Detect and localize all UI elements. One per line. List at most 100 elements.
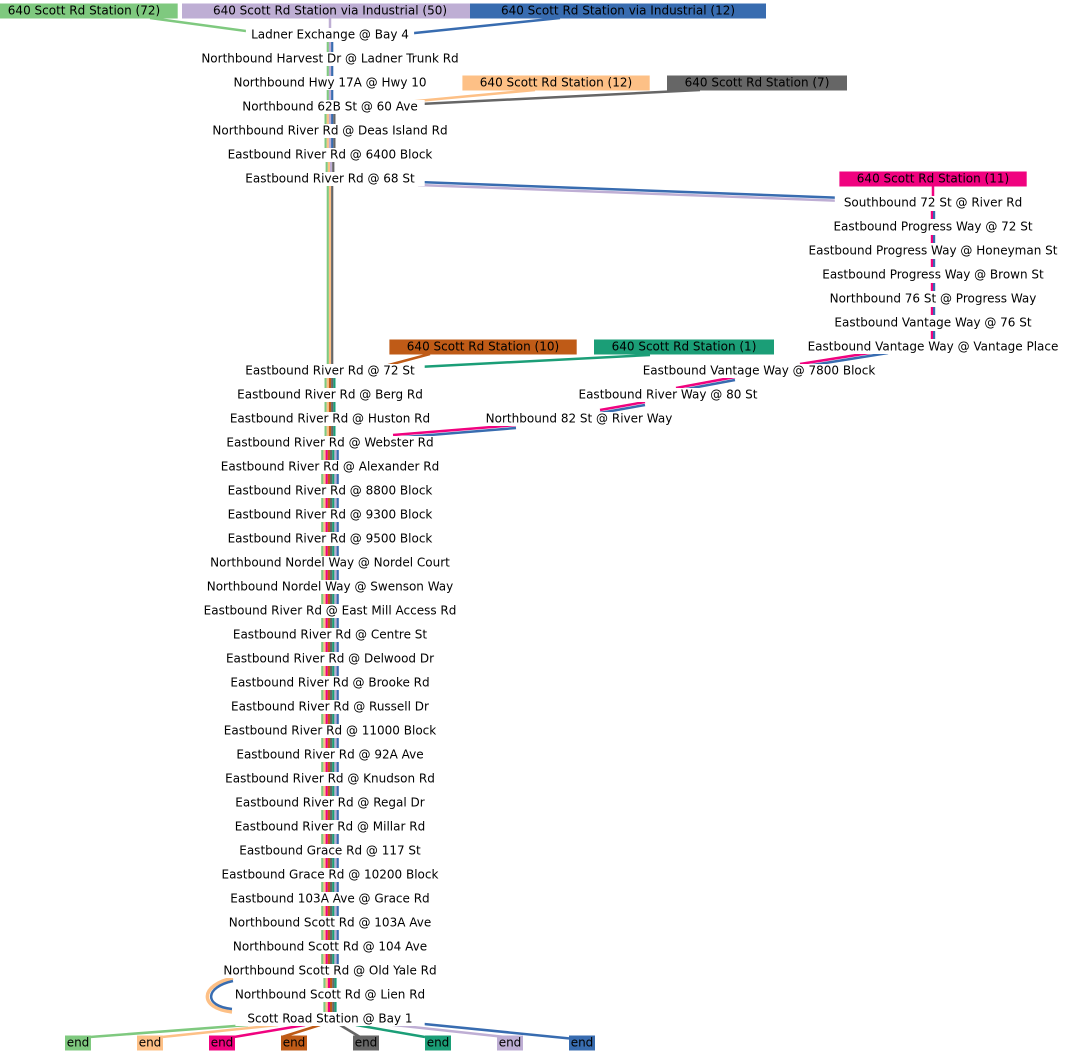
route-strip — [327, 522, 330, 532]
route-strip — [333, 402, 336, 412]
stop-label: Northbound Scott Rd @ 103A Ave — [229, 916, 431, 930]
end-connector-lavender — [384, 1022, 506, 1039]
route-strip — [334, 690, 337, 700]
route-strip — [324, 138, 327, 148]
route-strip — [326, 402, 329, 412]
stop-label-halo — [636, 364, 882, 378]
route-strip — [321, 450, 324, 460]
route-strip — [325, 594, 328, 604]
stop-label: Northbound 82 St @ River Way — [486, 412, 673, 426]
stop-label-halo — [217, 148, 443, 162]
route-strip — [334, 930, 337, 940]
route-strip — [327, 594, 330, 604]
route-strip — [325, 522, 328, 532]
connector-magenta — [392, 423, 517, 437]
route-strip — [336, 882, 339, 892]
route-strip — [321, 762, 324, 772]
route-strip — [328, 426, 332, 436]
route-strip — [321, 930, 324, 940]
route-strip — [325, 882, 328, 892]
route-strip — [323, 570, 326, 580]
route-strip — [333, 426, 336, 436]
origin-label-text: 640 Scott Rd Station (7) — [685, 76, 830, 90]
end-label-text: end — [571, 1036, 594, 1050]
stop-label-halo — [803, 244, 1063, 258]
stop-label-halo — [235, 1012, 425, 1026]
stop-label-halo — [210, 460, 450, 474]
end-label-box — [137, 1035, 163, 1051]
route-strip — [327, 978, 330, 988]
route-strip — [325, 954, 328, 964]
route-strip — [321, 570, 324, 580]
route-strip — [334, 810, 337, 820]
route-strip — [327, 930, 330, 940]
route-strip — [323, 618, 326, 628]
route-strip — [930, 283, 933, 291]
stop-label: Eastbound River Rd @ Knudson Rd — [225, 772, 435, 786]
stop-label-halo — [245, 28, 415, 42]
route-strip — [332, 498, 335, 508]
stop-label-halo — [217, 772, 443, 786]
route-strip — [331, 42, 334, 52]
route-strip — [325, 786, 328, 796]
route-strip — [930, 331, 933, 339]
stop-label: Eastbound River Rd @ Berg Rd — [237, 388, 423, 402]
route-strip — [327, 666, 330, 676]
stop-label: Eastbound River Rd @ Regal Dr — [235, 796, 425, 810]
route-strip — [334, 882, 337, 892]
route-strip — [930, 235, 933, 243]
stop-label-halo — [228, 748, 432, 762]
origin-label-box — [594, 339, 774, 355]
route-strip — [326, 114, 329, 124]
end-label-text: end — [67, 1036, 90, 1050]
stop-label-halo — [834, 196, 1032, 210]
stop-label: Eastbound River Rd @ 11000 Block — [224, 724, 436, 738]
route-strip — [332, 930, 335, 940]
route-strip — [325, 810, 328, 820]
stop-label: Eastbound River Rd @ 8800 Block — [228, 484, 433, 498]
route-strip — [325, 906, 328, 916]
route-strip — [933, 307, 936, 315]
origin-label: 640 Scott Rd Station (12) — [462, 75, 650, 91]
route-strip — [321, 786, 324, 796]
route-strip — [336, 474, 339, 484]
stop-label: Northbound Harvest Dr @ Ladner Trunk Rd — [201, 52, 458, 66]
route-strip — [333, 138, 336, 148]
route-strip — [336, 714, 339, 724]
loop-navy — [210, 979, 234, 1011]
origin-label-box — [389, 339, 577, 355]
route-strip — [325, 1002, 328, 1012]
route-strip — [326, 90, 329, 100]
route-strip — [334, 738, 337, 748]
stop-label-halo — [820, 292, 1046, 306]
stop-label-halo — [224, 940, 436, 954]
route-strip — [332, 882, 335, 892]
stop-label: Eastbound River Rd @ 9500 Block — [228, 532, 433, 546]
route-strip — [323, 762, 326, 772]
route-strip — [330, 450, 333, 460]
route-strip — [332, 594, 335, 604]
route-strip — [330, 522, 333, 532]
route-strip — [336, 570, 339, 580]
route-strip — [323, 858, 326, 868]
route-strip — [334, 522, 337, 532]
stop-label-halo — [231, 844, 429, 858]
end-label: end — [569, 1035, 595, 1051]
end-label-text: end — [499, 1036, 522, 1050]
route-strip — [323, 474, 326, 484]
stop-label: Northbound Nordel Way @ Nordel Court — [210, 556, 450, 570]
origin-label-text: 640 Scott Rd Station via Industrial (50) — [213, 4, 447, 18]
stop-label-halo — [221, 820, 439, 834]
route-strip — [321, 882, 324, 892]
stop-label-halo — [827, 316, 1039, 330]
route-strip — [325, 546, 328, 556]
stop-label: Northbound River Rd @ Deas Island Rd — [212, 124, 447, 138]
route-strip — [328, 114, 332, 124]
route-strip — [331, 90, 334, 100]
route-strip — [323, 978, 326, 988]
route-strip — [323, 546, 326, 556]
route-strip — [336, 666, 339, 676]
route-strip — [336, 618, 339, 628]
route-strip — [328, 90, 332, 100]
